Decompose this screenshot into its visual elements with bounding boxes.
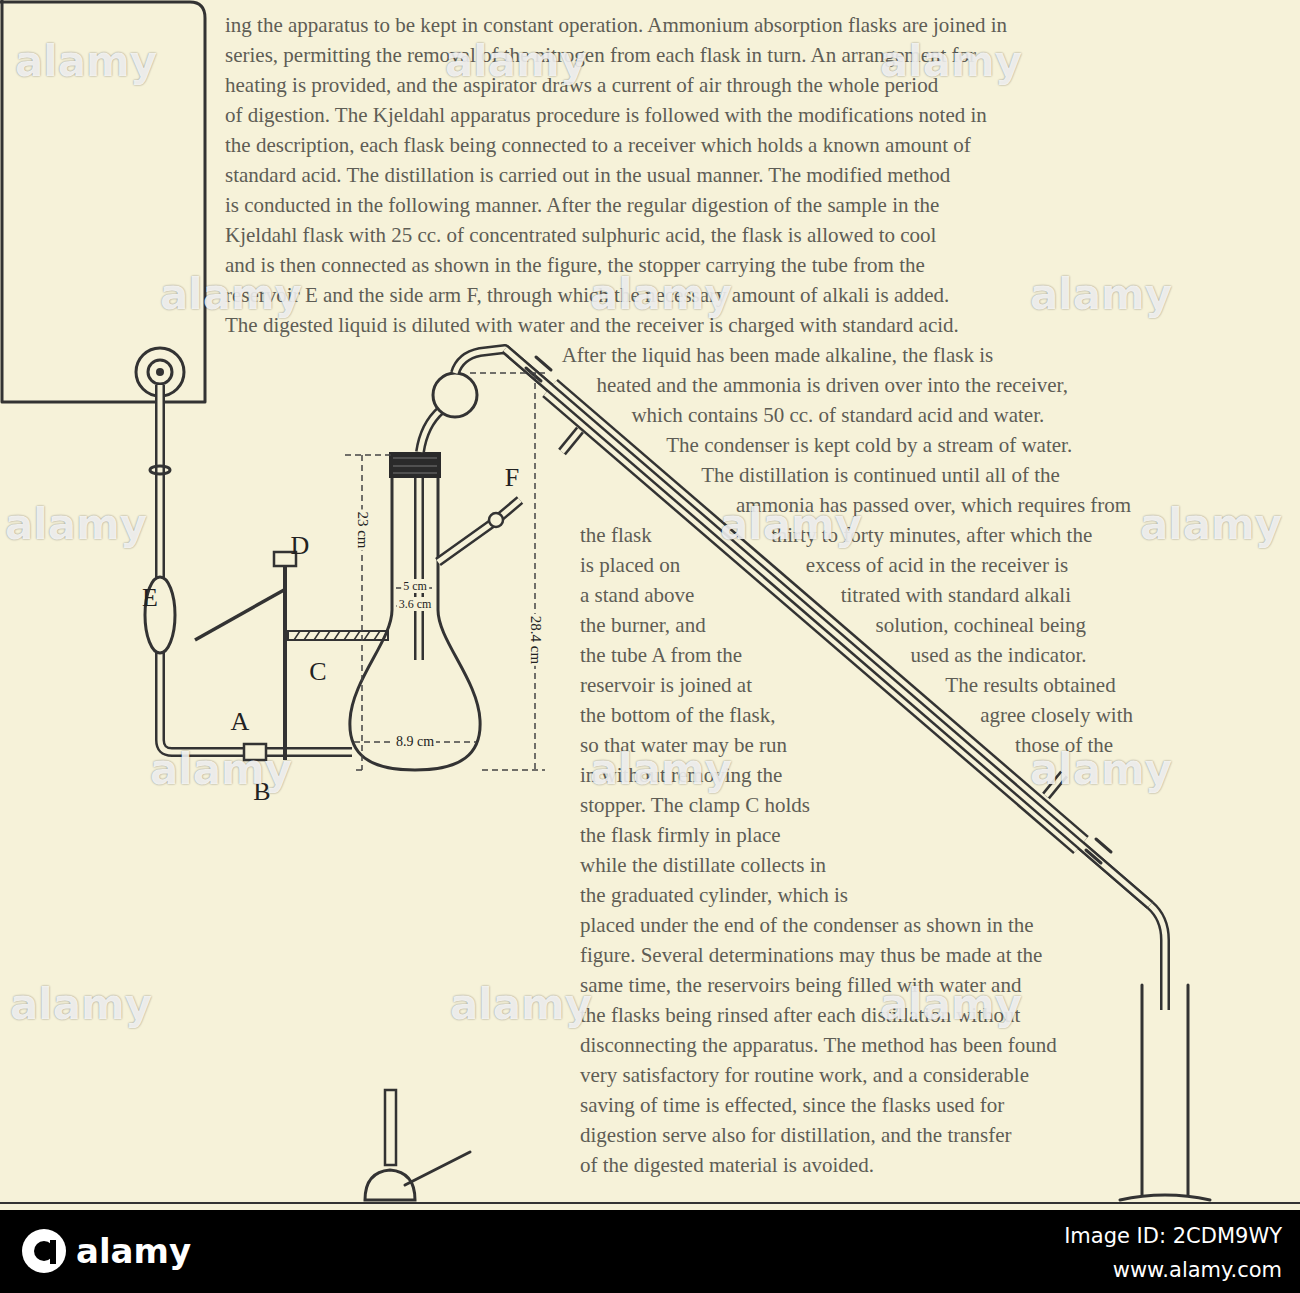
- body-text: The distillation is continued until all …: [701, 465, 1060, 486]
- body-text: while the distillate collects in: [580, 855, 826, 876]
- body-text: disconnecting the apparatus. The method …: [580, 1035, 1057, 1056]
- watermark: alamy: [590, 749, 732, 791]
- body-text: ing the apparatus to be kept in constant…: [225, 15, 1007, 36]
- watermark: alamy: [720, 504, 862, 546]
- part-letter: E: [142, 585, 158, 611]
- watermark: alamy: [160, 274, 302, 316]
- watermark: alamy: [450, 984, 592, 1026]
- watermark: alamy: [445, 41, 587, 83]
- dimension-label: 23 cm: [354, 509, 371, 550]
- reservoir: [0, 0, 205, 402]
- body-text: is conducted in the following manner. Af…: [225, 195, 939, 216]
- body-text: The digested liquid is diluted with wate…: [225, 315, 959, 336]
- body-text: the graduated cylinder, which is: [580, 885, 848, 906]
- dimension-label: 5 cm: [401, 579, 429, 593]
- body-text: a stand above: [580, 585, 694, 606]
- part-letter: A: [231, 709, 250, 735]
- kjeldahl-flask: [350, 478, 480, 770]
- body-text: saving of time is effected, since the fl…: [580, 1095, 1004, 1116]
- body-text: series, permitting the removal of the ni…: [225, 45, 976, 66]
- body-text: reservoir E and the side arm F, through …: [225, 285, 949, 306]
- website-url: www.alamy.com: [1113, 1260, 1282, 1281]
- body-text: After the liquid has been made alkaline,…: [562, 345, 994, 366]
- dimension-label: 28.4 cm: [527, 614, 544, 666]
- body-text: the flask firmly in place: [580, 825, 781, 846]
- dimension-label: 3.6 cm: [397, 597, 434, 611]
- body-text: very satisfactory for routine work, and …: [580, 1065, 1029, 1086]
- watermark: alamy: [150, 749, 292, 791]
- watermark-bar: [0, 1210, 1300, 1293]
- logo-mark: [22, 1229, 66, 1273]
- watermark: alamy: [10, 984, 152, 1026]
- body-text: titrated with standard alkali: [841, 585, 1071, 606]
- body-text: the burner, and: [580, 615, 706, 636]
- dimension-label: 8.9 cm: [394, 734, 436, 750]
- body-text: solution, cochineal being: [876, 615, 1087, 636]
- body-text: the bottom of the flask,: [580, 705, 775, 726]
- body-text: digestion serve also for distillation, a…: [580, 1125, 1012, 1146]
- watermark: alamy: [1140, 504, 1282, 546]
- body-text: the description, each flask being connec…: [225, 135, 971, 156]
- part-letter: D: [291, 533, 310, 559]
- logo-text: alamy: [76, 1234, 191, 1268]
- watermark: alamy: [5, 504, 147, 546]
- body-text: placed under the end of the condenser as…: [580, 915, 1034, 936]
- body-text: standard acid. The distillation is carri…: [225, 165, 950, 186]
- image-id: Image ID: 2CDM9WY: [1064, 1226, 1282, 1247]
- part-letter: C: [309, 659, 326, 685]
- body-text: agree closely with: [980, 705, 1133, 726]
- body-text: the tube A from the: [580, 645, 742, 666]
- body-text: excess of acid in the receiver is: [806, 555, 1068, 576]
- body-text: The results obtained: [945, 675, 1115, 696]
- body-text: The condenser is kept cold by a stream o…: [666, 435, 1072, 456]
- body-text: used as the indicator.: [910, 645, 1086, 666]
- feed-tube: [160, 385, 352, 752]
- graduated-cylinder: [1142, 985, 1188, 1195]
- body-text: is placed on: [580, 555, 680, 576]
- body-text: Kjeldahl flask with 25 cc. of concentrat…: [225, 225, 936, 246]
- part-letter: F: [505, 465, 519, 491]
- body-text: and is then connected as shown in the fi…: [225, 255, 925, 276]
- watermark: alamy: [1030, 274, 1172, 316]
- body-text: reservoir is joined at: [580, 675, 752, 696]
- body-text: of digestion. The Kjeldahl apparatus pro…: [225, 105, 987, 126]
- body-text: heated and the ammonia is driven over in…: [597, 375, 1068, 396]
- body-text: of the digested material is avoided.: [580, 1155, 874, 1176]
- watermark: alamy: [1030, 749, 1172, 791]
- body-text: stopper. The clamp C holds: [580, 795, 810, 816]
- body-text: figure. Several determinations may thus …: [580, 945, 1042, 966]
- trap-bulb: [433, 373, 477, 417]
- watermark: alamy: [590, 274, 732, 316]
- burner: [385, 1090, 396, 1165]
- watermark: alamy: [880, 984, 1022, 1026]
- watermark: alamy: [15, 41, 157, 83]
- watermark: alamy: [880, 41, 1022, 83]
- stopper: [389, 452, 441, 478]
- body-text: the flask: [580, 525, 652, 546]
- body-text: which contains 50 cc. of standard acid a…: [631, 405, 1044, 426]
